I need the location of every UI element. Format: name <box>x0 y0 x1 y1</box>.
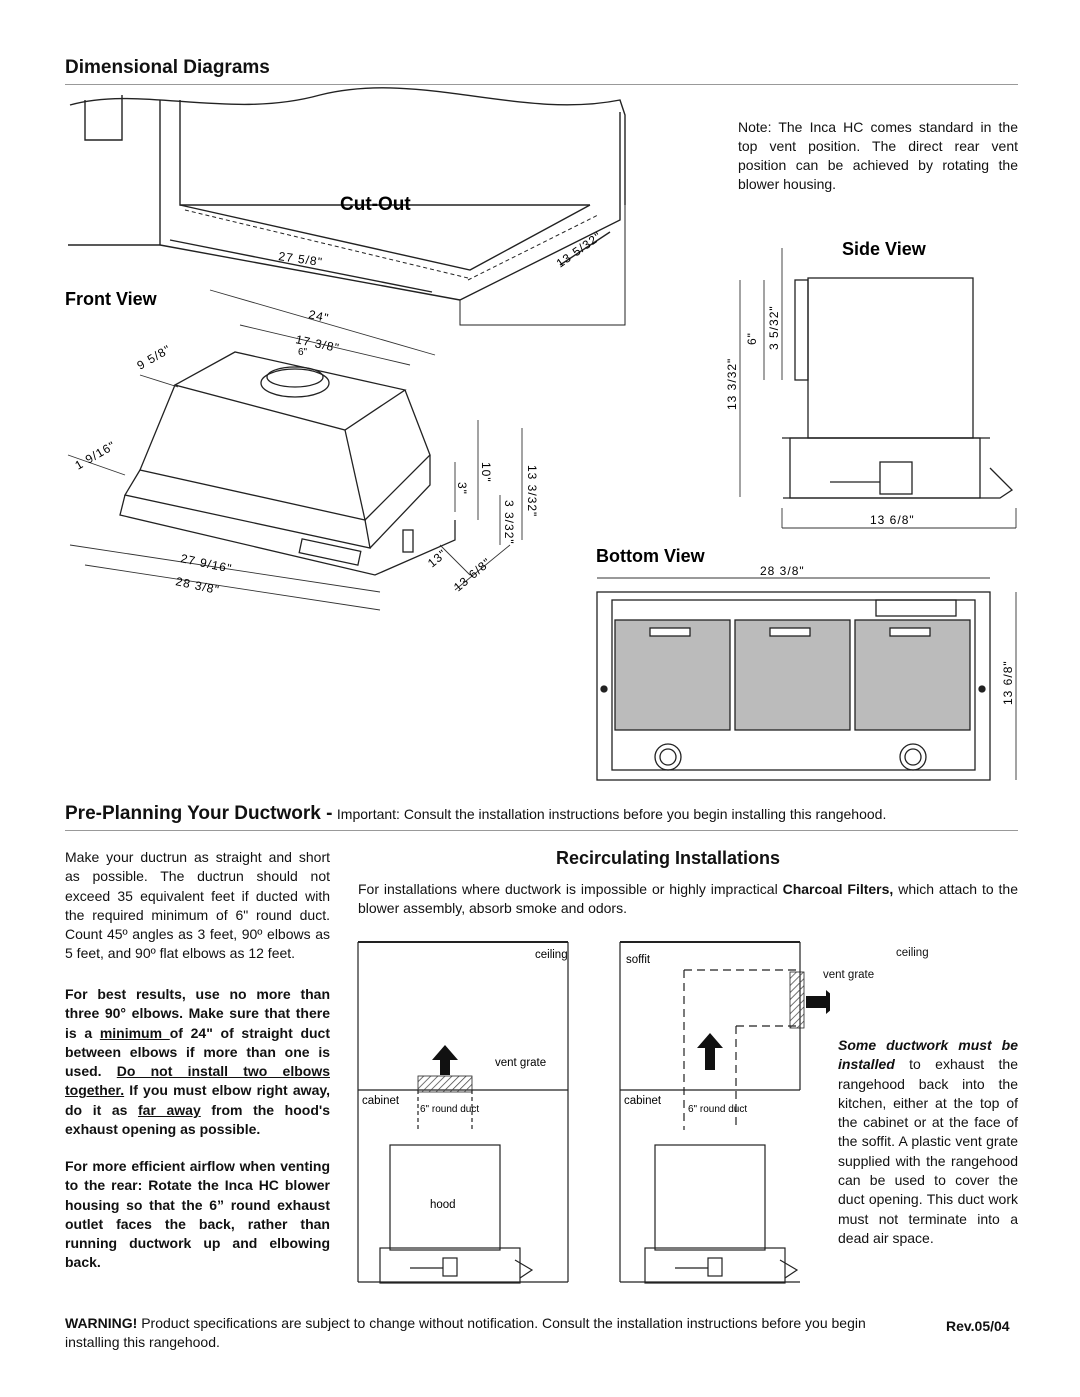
ductwork-side-note-em: Some ductwork must be installed <box>838 1037 1018 1073</box>
right-soffit-label: soffit <box>626 954 651 966</box>
recirc-intro-a: For installations where ductwork is impo… <box>358 881 783 897</box>
warning-text: Product specifications are subject to ch… <box>65 1315 866 1351</box>
side-dim-depth: 13 6/8" <box>870 513 915 527</box>
footer-warning: WARNING! Product specifications are subj… <box>65 1314 895 1353</box>
ductwork-side-note-rest: to exhaust the rangehood back into the k… <box>838 1056 1018 1246</box>
left-cabinet-label: cabinet <box>362 1095 400 1107</box>
dim-lip: 1 9/16" <box>73 438 119 472</box>
right-ceiling-label: ceiling <box>896 947 929 959</box>
elbow-text-warning: Do not install two elbows together. <box>65 1063 330 1099</box>
side-dim-top: 3 5/32" <box>767 305 781 350</box>
dim-top-width: 24" <box>307 307 330 325</box>
elbow-text-e: If you must elbow right away, do it as <box>65 1082 330 1118</box>
ductwork-side-note: Some ductwork must be installed to exhau… <box>838 1036 1018 1248</box>
left-duct-label: 6" round duct <box>420 1104 479 1115</box>
bottom-dimension-lines <box>597 577 1017 780</box>
bottom-dim-width: 28 3/8" <box>760 564 805 578</box>
revision-label: Rev.05/04 <box>946 1318 1010 1334</box>
right-side-arrow <box>806 990 830 1014</box>
side-dim-total: 13 3/32" <box>725 358 739 410</box>
vent-note: Note: The Inca HC comes standard in the … <box>738 119 1018 192</box>
dim-bottom-w1: 27 9/16" <box>179 551 233 576</box>
side-dimension-lines <box>739 248 1017 529</box>
right-cabinet-label: cabinet <box>624 1095 662 1107</box>
dim-height-b: 3" <box>455 482 469 495</box>
dim-duct: 6" <box>298 347 308 358</box>
front-dimension-lines <box>67 289 523 611</box>
left-install-drawing <box>357 941 569 1284</box>
recirc-title: Recirculating Installations <box>556 848 781 868</box>
elbow-text-c: of 24" of straight duct between elbows i… <box>65 1024 330 1080</box>
header-rule <box>65 84 1018 85</box>
elbow-text-a: For best results, use no more than three… <box>65 986 330 1041</box>
dim-height-a: 10" <box>479 462 493 483</box>
left-up-arrow <box>432 1045 458 1075</box>
side-view-label: Side View <box>842 239 927 259</box>
right-vent-grate <box>789 971 805 1029</box>
preplanning-header: Pre-Planning Your Ductwork - Important: … <box>65 803 1025 825</box>
front-view-label: Front View <box>65 289 158 309</box>
elbow-paragraph: For best results, use no more than three… <box>65 985 330 1139</box>
right-duct-label: 6" round duct <box>688 1104 747 1115</box>
cutout-label: Cut-Out <box>340 194 411 215</box>
dim-height-c: 13 3/32" <box>525 465 539 517</box>
elbow-text-faraway: far away <box>138 1101 201 1118</box>
dim-bottom-w2: 28 3/8" <box>174 574 221 597</box>
dim-depth-a: 13" <box>425 546 450 570</box>
warning-label: WARNING! <box>65 1315 138 1331</box>
left-vent-grate <box>417 1075 473 1093</box>
dimensional-diagrams: Cut-Out 27 5/8" 13 5/32" Front View 24" … <box>65 87 1017 781</box>
side-view-drawing <box>782 277 1014 499</box>
preplanning-subtitle: Important: Consult the installation inst… <box>336 806 887 822</box>
front-hood-drawing <box>119 351 456 576</box>
rear-venting-paragraph: For more efficient airflow when venting … <box>65 1158 330 1271</box>
dim-height-d: 3 3/32" <box>502 500 516 545</box>
bottom-dim-depth: 13 6/8" <box>1001 660 1015 705</box>
elbow-text-minimum: minimum <box>99 1024 170 1041</box>
bottom-view-label: Bottom View <box>596 546 706 566</box>
left-hood-label: hood <box>430 1199 456 1211</box>
side-dim-mid: 6" <box>745 332 759 345</box>
right-vent-grate-label: vent grate <box>823 969 875 981</box>
cutout-width-dim: 27 5/8" <box>278 249 324 269</box>
recirc-diagrams: ceiling vent grate cabinet 6" round duct… <box>357 941 830 1284</box>
recirc-intro: For installations where ductwork is impo… <box>358 880 1018 919</box>
cutout-drawing <box>68 87 626 326</box>
dim-side-depth: 9 5/8" <box>135 342 174 373</box>
dim-depth-b: 13 6/8" <box>451 555 494 594</box>
ductrun-paragraph: Make your ductrun as straight and short … <box>65 849 330 962</box>
preplanning-title: Pre-Planning Your Ductwork - <box>65 803 333 824</box>
right-up-arrow <box>697 1033 723 1070</box>
left-vent-grate-label: vent grate <box>495 1057 546 1069</box>
page-title: Dimensional Diagrams <box>65 57 270 78</box>
recirc-intro-bold: Charcoal Filters, <box>782 881 894 897</box>
elbow-text-g: from the hood's exhaust opening as possi… <box>65 1101 330 1138</box>
preplanning-rule <box>65 830 1018 831</box>
left-ceiling-label: ceiling <box>535 949 568 961</box>
bottom-view-drawing <box>596 591 991 781</box>
recirc-intro-c: which attach to the blower assembly, abs… <box>358 881 1018 917</box>
